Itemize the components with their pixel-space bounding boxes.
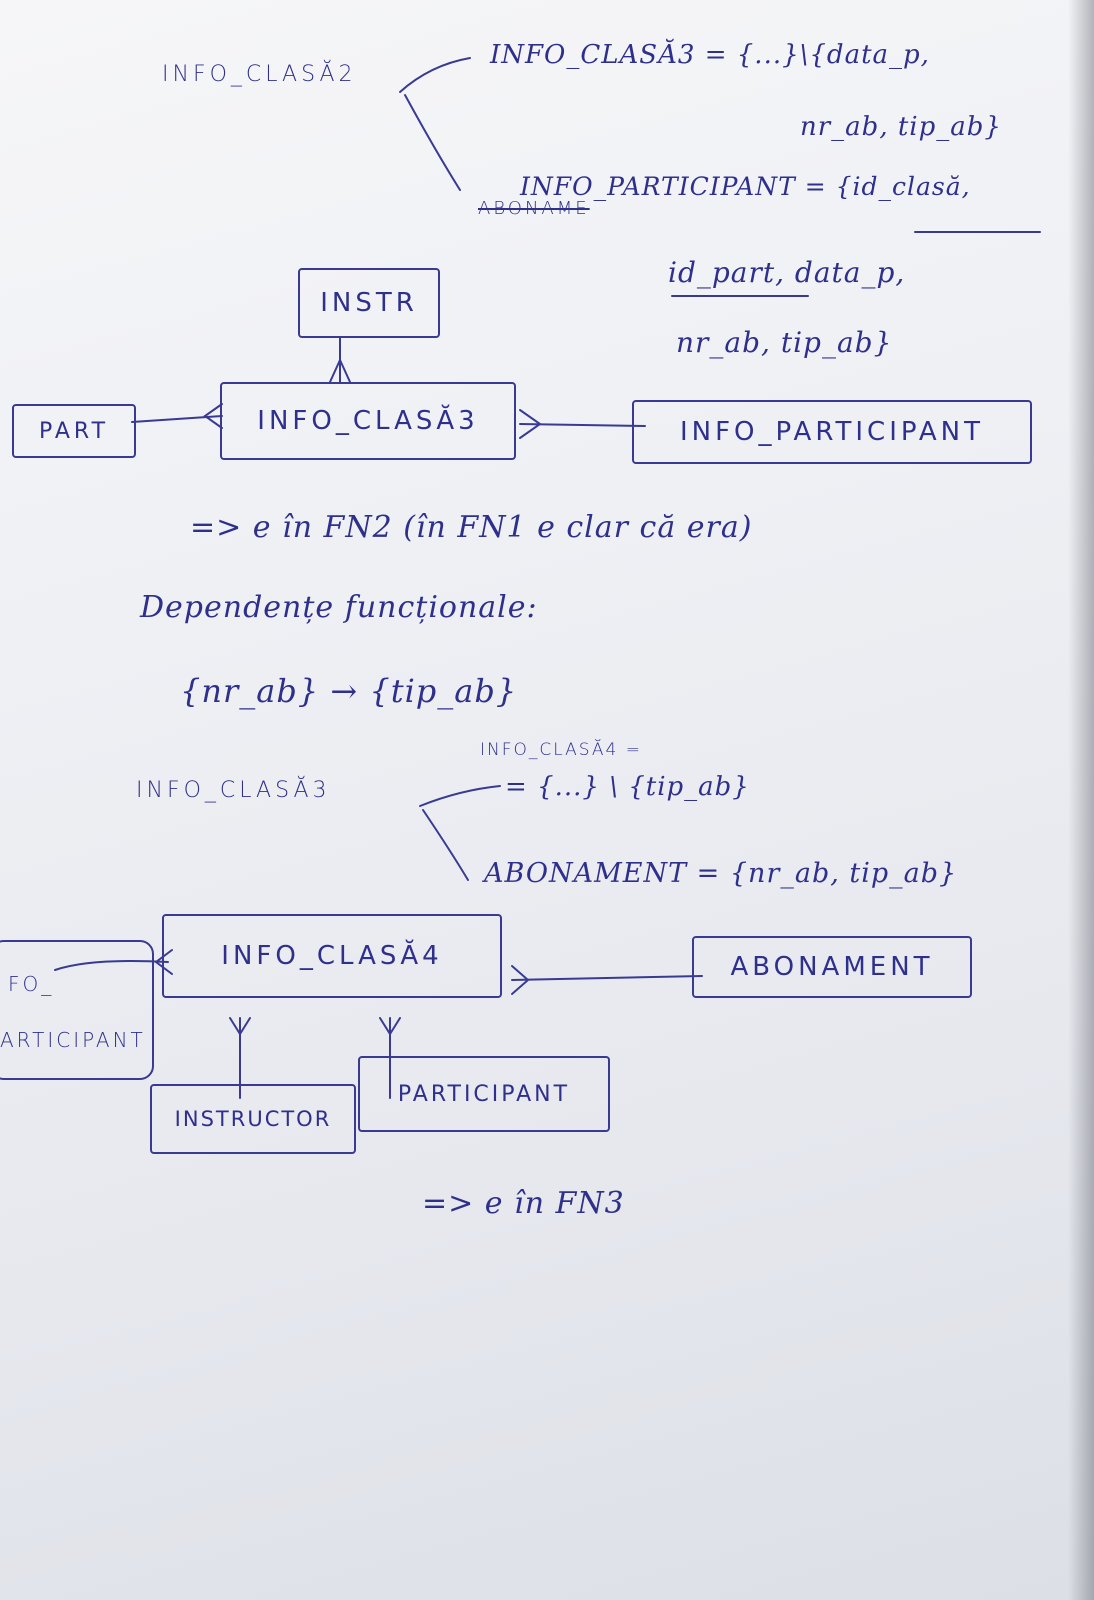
entity-info-participant-partial: FO_ ARTICIPANT [0,940,154,1080]
branch-line-2 [404,94,461,191]
partial-label-line1: FO_ [8,972,55,996]
entity-participant: PARTICIPANT [358,1056,610,1132]
crow-foot-bottom-participant [379,1017,401,1036]
conclusion-fn2: => e în FN2 (în FN1 e clar că era) [190,510,753,545]
section1-branch2-line3: nr_ab, tip_ab} [676,326,893,359]
dependency-rule: {nr_ab} → {tip_ab} [180,672,518,710]
dep-branch-2 [422,809,469,881]
dependencies-branch2: ABONAMENT = {nr_ab, tip_ab} [484,858,958,889]
branch-line-1 [399,57,471,93]
dependencies-heading: Dependențe funcționale: [140,590,538,625]
crow-foot-instructor [229,1017,251,1036]
crow-foot-left [154,949,173,975]
entity-info-clasa3: INFO_CLASĂ3 [220,382,516,460]
entity-abonament: ABONAMENT [692,936,972,998]
left-link [54,960,169,971]
page-edge-shadow [1068,0,1094,1600]
partial-label-line2: ARTICIPANT [0,1028,146,1052]
entity-part: PART [12,404,136,458]
entity-instr: INSTR [298,268,440,338]
section1-branch2-line2: id_part, data_p, [668,256,906,289]
dependencies-root: INFO_CLASĂ3 [136,778,331,803]
section1-struck-word: ABONAME [478,198,590,219]
right-link [511,975,703,981]
entity-info-participant: INFO_PARTICIPANT [632,400,1032,464]
entity-info-clasa4: INFO_CLASĂ4 [162,914,502,998]
section1-branch2-line1: INFO_PARTICIPANT = {id_clasă, [520,172,971,201]
crow-foot-part [203,403,223,429]
crow-foot-instr [329,357,351,383]
section1-root: INFO_CLASĂ2 [162,62,357,87]
entity-instructor: INSTRUCTOR [150,1084,356,1154]
dependencies-branch1-line2: = {...} \ {tip_ab} [505,772,750,802]
section1-branch1-line1: INFO_CLASĂ3 = {...}\{data_p, [490,40,930,70]
crow-foot-participant [519,409,542,439]
dependencies-branch1-line1: INFO_CLASĂ4 = [480,740,642,760]
dep-branch-1 [419,785,501,807]
conclusion-fn3: => e în FN3 [422,1186,625,1221]
crow-foot-right [511,965,530,995]
section1-branch1-line2: nr_ab, tip_ab} [800,112,1002,142]
